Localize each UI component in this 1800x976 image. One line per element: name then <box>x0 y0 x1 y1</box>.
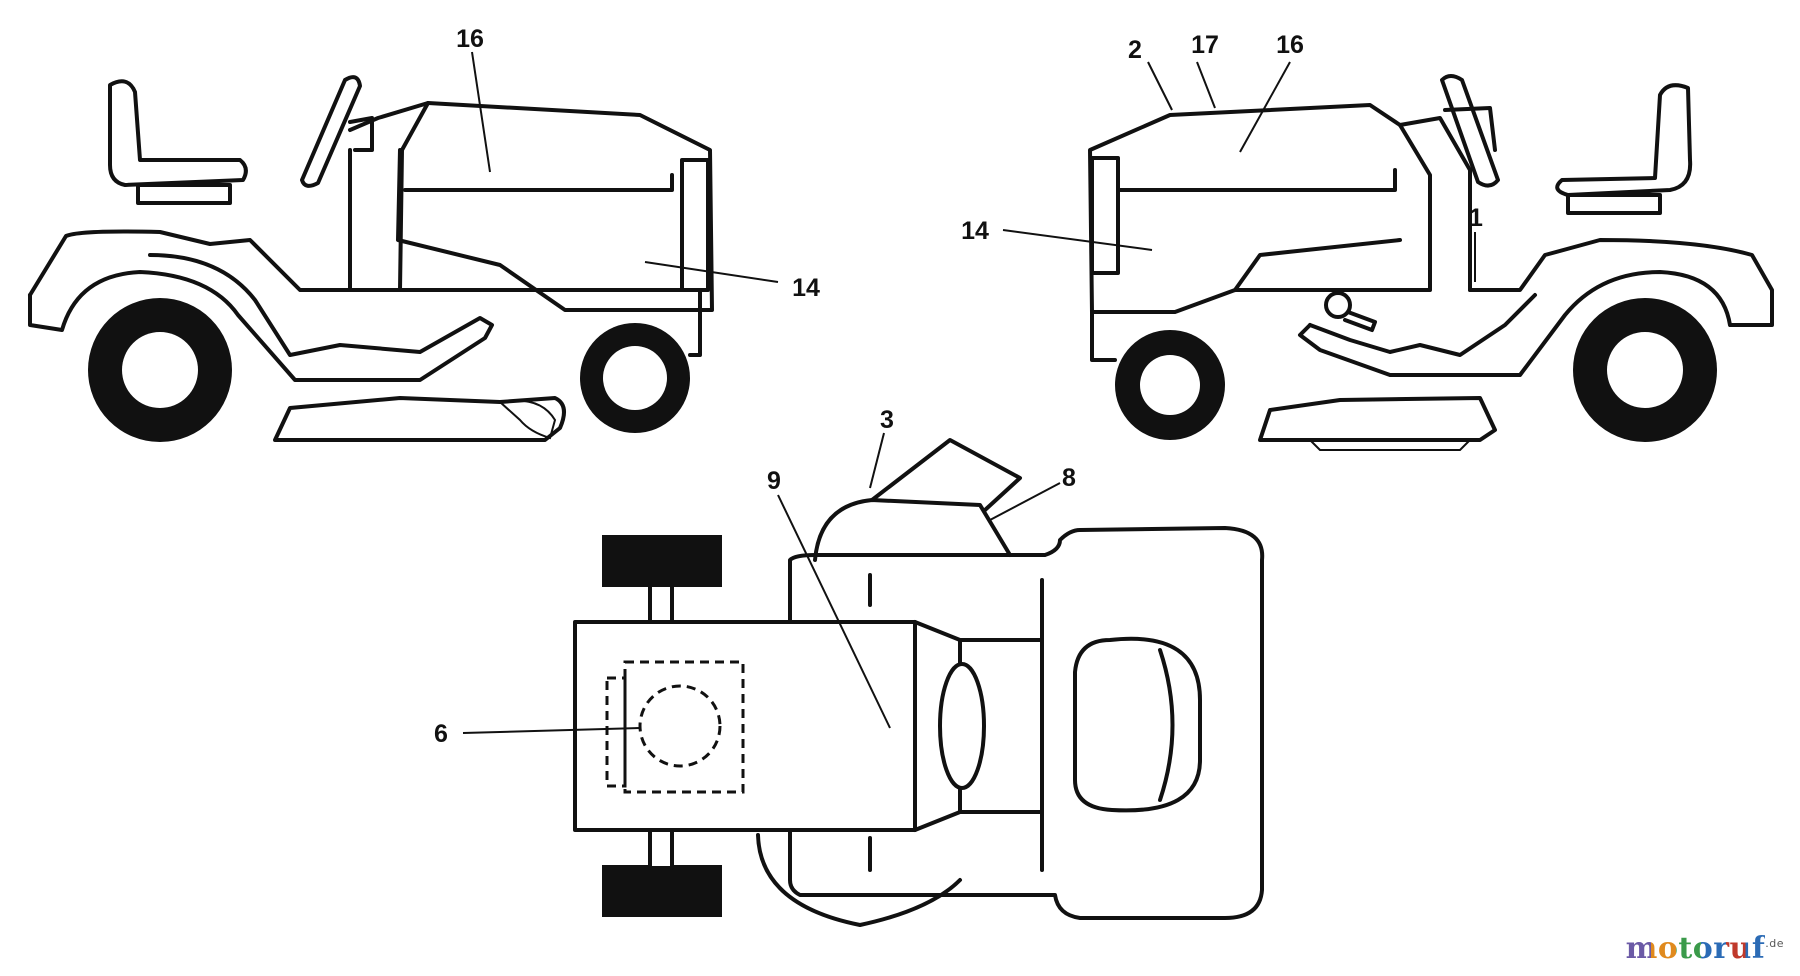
tractor-left-side-view <box>28 75 714 442</box>
callout-right-16: 16 <box>1276 31 1304 59</box>
rear-wheel-bottom <box>602 865 722 917</box>
watermark-suffix: .de <box>1765 937 1784 950</box>
callout-left-14: 14 <box>792 274 820 302</box>
watermark-main: motoruf <box>1625 931 1766 966</box>
callout-top-3: 3 <box>880 406 894 434</box>
callout-left-16: 16 <box>456 25 484 53</box>
callout-right-17: 17 <box>1191 31 1219 59</box>
callout-top-6: 6 <box>434 720 448 748</box>
tractor-top-view <box>573 438 1265 927</box>
callout-right-14: 14 <box>961 217 989 245</box>
callout-top-9: 9 <box>767 467 781 495</box>
leader-lines <box>462 51 1476 734</box>
tractor-right-side-view <box>1088 74 1774 451</box>
callout-right-2: 2 <box>1128 36 1142 64</box>
callout-top-8: 8 <box>1062 464 1076 492</box>
callout-right-1: 1 <box>1469 204 1483 232</box>
watermark-logo: motoruf.de <box>1626 931 1784 966</box>
rear-wheel-top <box>602 535 722 587</box>
callout-labels: 16 14 2 17 16 14 1 3 9 8 6 <box>434 25 1483 748</box>
